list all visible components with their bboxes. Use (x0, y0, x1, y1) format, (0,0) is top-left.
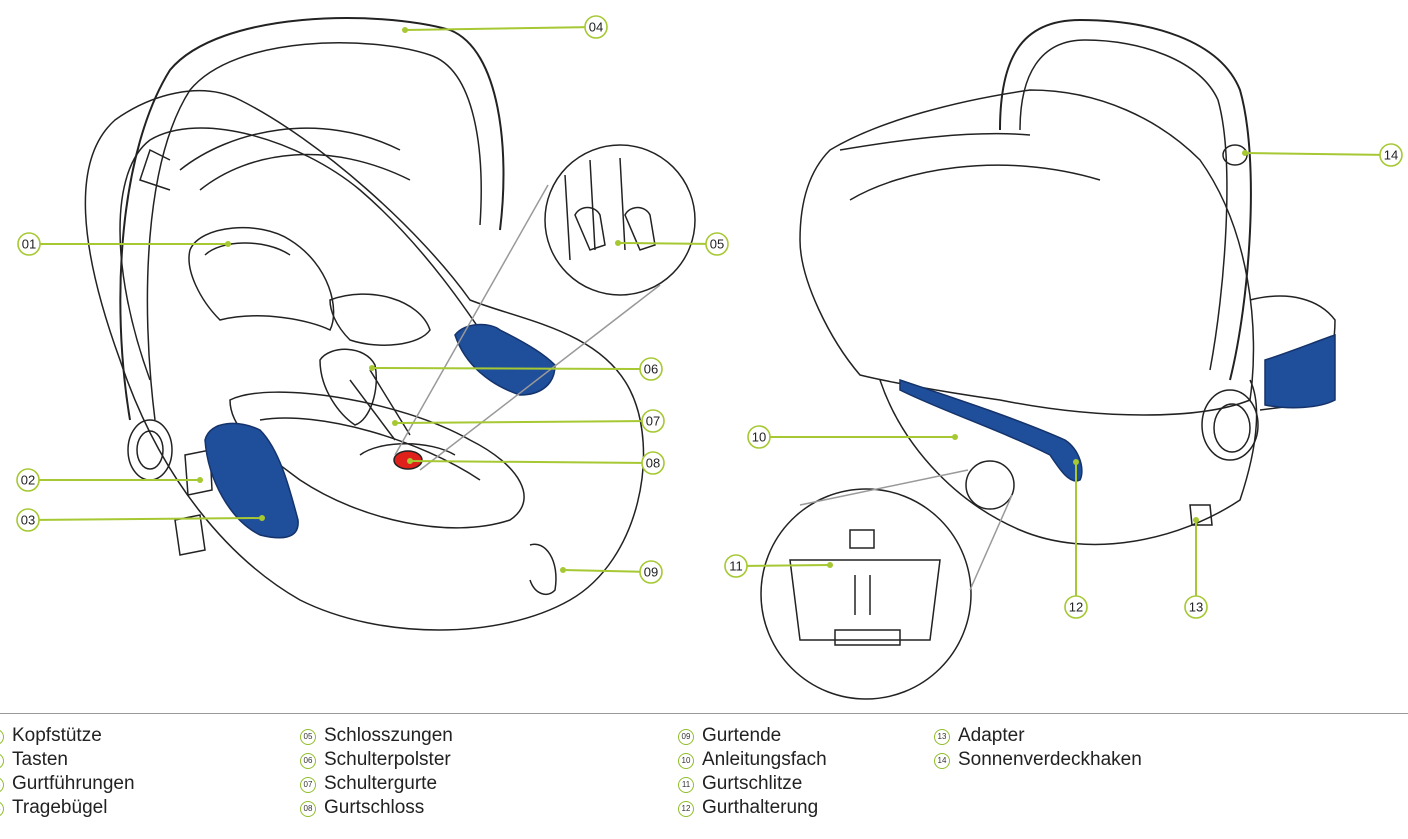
legend-label: Adapter (958, 725, 1025, 746)
leader-line (736, 565, 830, 566)
leader-dot (615, 240, 621, 246)
callout-number: 03 (21, 513, 35, 528)
legend-label: Anleitungsfach (702, 749, 827, 770)
legend-column-1: 01 Kopfstütze 02 Tasten 03 Gurtführungen 04… (0, 725, 135, 821)
leader-dot (1242, 150, 1248, 156)
legend-item-06: 06 Schulterpolster (300, 749, 453, 773)
callout-number: 04 (589, 20, 603, 35)
leader-line (405, 27, 596, 30)
leader-dot (197, 477, 203, 483)
legend-item-10: 10 Anleitungsfach (678, 749, 827, 773)
legend-item-01: 01 Kopfstütze (0, 725, 135, 749)
rear-view-seat (761, 20, 1335, 699)
legend-label: Gurthalterung (702, 797, 818, 818)
leader-dot (560, 567, 566, 573)
callout-num: 14 (934, 753, 950, 769)
callout-num: 01 (0, 729, 4, 745)
callout-number: 07 (646, 414, 660, 429)
legend-label: Gurtschloss (324, 797, 424, 818)
legend-label: Schultergurte (324, 773, 437, 794)
leader-line (372, 368, 651, 369)
callout-num: 13 (934, 729, 950, 745)
legend-label: Sonnenverdeckhaken (958, 749, 1142, 770)
legend-item-07: 07 Schultergurte (300, 773, 453, 797)
callout-num: 05 (300, 729, 316, 745)
leader-line (618, 243, 717, 244)
callout-num: 04 (0, 801, 4, 817)
legend-label: Tasten (12, 749, 68, 770)
legend-item-14: 14 Sonnenverdeckhaken (934, 749, 1142, 773)
callout-num: 07 (300, 777, 316, 793)
callout-number: 13 (1189, 600, 1203, 615)
leader-dot (392, 420, 398, 426)
leader-dot (402, 27, 408, 33)
front-view-seat (85, 18, 695, 630)
legend-item-11: 11 Gurtschlitze (678, 773, 827, 797)
legend-label: Kopfstütze (12, 725, 102, 746)
leader-line (1245, 153, 1391, 155)
callout-number: 14 (1384, 148, 1398, 163)
legend-item-12: 12 Gurthalterung (678, 797, 827, 821)
legend-item-05: 05 Schlosszungen (300, 725, 453, 749)
legend-item-13: 13 Adapter (934, 725, 1142, 749)
callout-num: 02 (0, 753, 4, 769)
legend-label: Gurtschlitze (702, 773, 802, 794)
legend-item-02: 02 Tasten (0, 749, 135, 773)
legend-label: Schlosszungen (324, 725, 453, 746)
leader-dot (369, 365, 375, 371)
callout-number: 01 (22, 237, 36, 252)
leader-dot (407, 458, 413, 464)
callout-num: 11 (678, 777, 694, 793)
callout-num: 09 (678, 729, 694, 745)
legend-column-3: 09 Gurtende 10 Anleitungsfach 11 Gurtschlit… (678, 725, 827, 821)
callout-num: 03 (0, 777, 4, 793)
legend-label: Tragebügel (12, 797, 107, 818)
legend-column-4: 13 Adapter 14 Sonnenverdeckhaken (934, 725, 1142, 773)
car-seat-diagram: 01 02 03 04 05 06 07 08 09 10 11 12 13 14 (0, 0, 1408, 712)
callout-number: 02 (21, 473, 35, 488)
callout-10: 10 (748, 426, 958, 448)
callout-num: 06 (300, 753, 316, 769)
legend-label: Gurtführungen (12, 773, 135, 794)
leader-dot (827, 562, 833, 568)
legend-item-03: 03 Gurtführungen (0, 773, 135, 797)
legend-item-04: 04 Tragebügel (0, 797, 135, 821)
legend-label: Schulterpolster (324, 749, 451, 770)
callout-number: 12 (1069, 600, 1083, 615)
legend-divider (0, 713, 1408, 714)
callout-number: 08 (646, 456, 660, 471)
leader-dot (225, 241, 231, 247)
leader-dot (259, 515, 265, 521)
legend-item-08: 08 Gurtschloss (300, 797, 453, 821)
callout-num: 08 (300, 801, 316, 817)
legend-label: Gurtende (702, 725, 781, 746)
callout-12: 12 (1065, 459, 1087, 618)
callout-04: 04 (402, 16, 607, 38)
callout-num: 10 (678, 753, 694, 769)
leader-dot (1073, 459, 1079, 465)
callout-number: 11 (729, 559, 743, 574)
legend-column-2: 05 Schlosszungen 06 Schulterpolster 07 Schu… (300, 725, 453, 821)
legend-item-09: 09 Gurtende (678, 725, 827, 749)
leader-dot (1193, 517, 1199, 523)
callout-number: 06 (644, 362, 658, 377)
callout-number: 05 (710, 237, 724, 252)
callout-number: 09 (644, 565, 658, 580)
callout-13: 13 (1185, 517, 1207, 618)
callout-number: 10 (752, 430, 766, 445)
leader-dot (952, 434, 958, 440)
callout-num: 12 (678, 801, 694, 817)
callout-14: 14 (1242, 144, 1402, 166)
